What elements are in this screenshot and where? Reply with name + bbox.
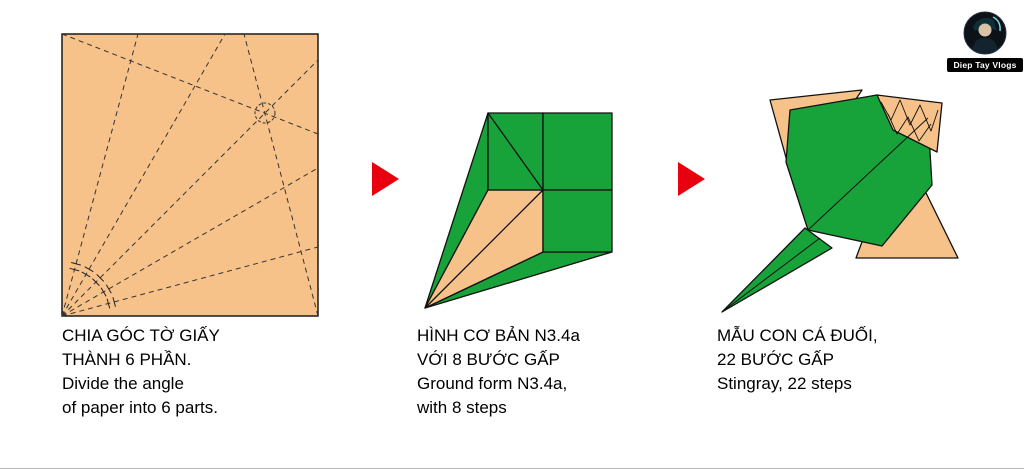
ground-form-shapes	[425, 113, 612, 308]
caption-line: THÀNH 6 PHẦN.	[62, 350, 192, 369]
angle-tick-marks	[70, 263, 116, 309]
paper-square	[62, 34, 318, 316]
caption-line: VỚI 8 BƯỚC GẤP	[417, 350, 560, 369]
caption-line: 22 BƯỚC GẤP	[717, 350, 834, 369]
caption-line: with 8 steps	[417, 398, 507, 417]
caption-step-3: MẪU CON CÁ ĐUỐI, 22 BƯỚC GẤP Stingray, 2…	[717, 324, 878, 396]
caption-line: Ground form N3.4a,	[417, 374, 568, 393]
paper-square-diagram	[55, 26, 325, 321]
caption-line: HÌNH CƠ BẢN N3.4a	[417, 326, 580, 345]
logo: Diep Tay Vlogs	[946, 11, 1024, 72]
caption-line: of paper into 6 parts.	[62, 398, 218, 417]
logo-label: Diep Tay Vlogs	[947, 58, 1023, 72]
caption-line: MẪU CON CÁ ĐUỐI,	[717, 326, 878, 345]
stingray-shapes	[722, 90, 958, 312]
avatar-portrait	[971, 17, 1000, 54]
stingray-diagram	[705, 78, 970, 323]
intersection-circle-mark	[255, 103, 275, 123]
caption-line: Divide the angle	[62, 374, 184, 393]
logo-avatar-image	[963, 11, 1007, 55]
arrow-right-icon	[678, 162, 705, 196]
caption-step-1: CHIA GÓC TỜ GIẤY THÀNH 6 PHẦN. Divide th…	[62, 324, 220, 420]
arrow-right-icon	[372, 162, 399, 196]
caption-line: Stingray, 22 steps	[717, 374, 852, 393]
caption-step-2: HÌNH CƠ BẢN N3.4a VỚI 8 BƯỚC GẤP Ground …	[417, 324, 580, 420]
caption-line: CHIA GÓC TỜ GIẤY	[62, 326, 220, 345]
ground-form-diagram	[408, 103, 623, 315]
